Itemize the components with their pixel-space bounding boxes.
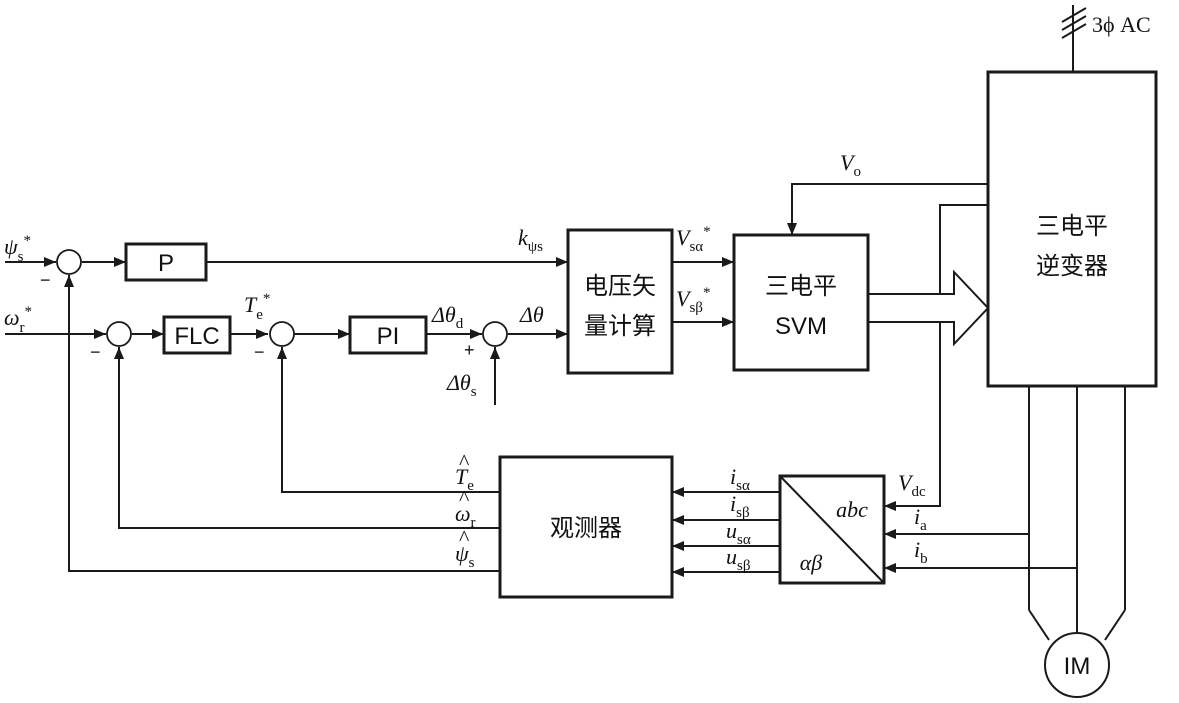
psi-s-hat-label: ψs (455, 541, 475, 571)
voltage-vector-calc-block: 电压矢 量计算 (566, 228, 674, 375)
transform-abc-label: abc (836, 497, 868, 522)
three-phase-marks (1061, 7, 1087, 39)
observer-block: 观测器 (498, 455, 674, 599)
inverter-line1: 三电平 (1036, 213, 1108, 240)
k-psi-s-label: kψs (518, 225, 543, 255)
i-sbeta-label: isβ (730, 491, 750, 521)
omega-r-hat-label: ωr (455, 501, 476, 531)
v-salpha-ref-label: Vsα* (676, 224, 711, 255)
signal-lines (5, 5, 1126, 641)
i-salpha-label: isα (730, 464, 750, 494)
te-hat-mark: ^ (459, 449, 470, 474)
induction-motor: IM (1044, 632, 1110, 698)
pi-controller-block: PI (348, 315, 428, 355)
psi-sum-minus-sign: − (40, 270, 51, 290)
te-hat-label: Te (455, 464, 474, 494)
speed-sum-minus-sign: − (90, 342, 101, 362)
psi-s-ref-label: ψs* (4, 233, 31, 265)
omega-r-ref-label: ωr* (4, 304, 32, 336)
angle-sum-plus-sign: + (464, 340, 475, 360)
psi-summing-junction (56, 249, 82, 275)
abc-alphabeta-transform-block: abc αβ (778, 474, 886, 585)
power-arrow (867, 269, 990, 347)
svm-line2: SVM (775, 313, 827, 340)
pi-label: PI (377, 323, 400, 350)
p-label: P (158, 250, 174, 277)
transform-alphabeta-label: αβ (800, 550, 823, 575)
i-a-label: ia (914, 504, 927, 534)
v-o-label: Vo (840, 150, 861, 180)
i-b-label: ib (914, 537, 928, 567)
torque-summing-junction (269, 321, 295, 347)
dtheta-s-label: Δθs (446, 370, 477, 400)
flc-block: FLC (162, 315, 232, 355)
u-sbeta-label: usβ (726, 544, 750, 574)
svm-line1: 三电平 (765, 273, 837, 300)
dtheta-d-label: Δθd (431, 302, 464, 332)
arrowheads (44, 223, 896, 577)
voltage-vector-calc-line2: 量计算 (584, 313, 656, 340)
junction-signs: − − − + (40, 270, 475, 362)
dtheta-label: Δθ (519, 302, 544, 327)
ac-source-label: 3ϕ AC (1092, 12, 1151, 37)
omega-r-hat-mark: ^ (459, 485, 470, 510)
voltage-vector-calc-line1: 电压矢 (584, 273, 656, 300)
psi-s-hat-mark: ^ (459, 525, 470, 550)
u-salpha-label: usα (726, 518, 751, 548)
angle-summing-junction (482, 321, 508, 347)
inverter-line2: 逆变器 (1036, 253, 1108, 280)
te-ref-label: Te* (244, 291, 270, 323)
signal-labels: ψs* ωr* Te* Δθd Δθ Δθs kψs Vsα* Vsβ* Vo … (4, 12, 1151, 574)
speed-summing-junction (106, 321, 132, 347)
v-sbeta-ref-label: Vsβ* (676, 285, 710, 316)
three-level-svm-block: 三电平 SVM (732, 233, 870, 372)
p-controller-block: P (124, 242, 208, 282)
v-dc-label: Vdc (898, 470, 926, 500)
three-level-inverter-block: 三电平 逆变器 (986, 70, 1158, 388)
observer-label: 观测器 (550, 515, 622, 542)
motor-label: IM (1064, 653, 1091, 680)
torque-sum-minus-sign: − (254, 342, 265, 362)
flc-label: FLC (174, 323, 219, 350)
